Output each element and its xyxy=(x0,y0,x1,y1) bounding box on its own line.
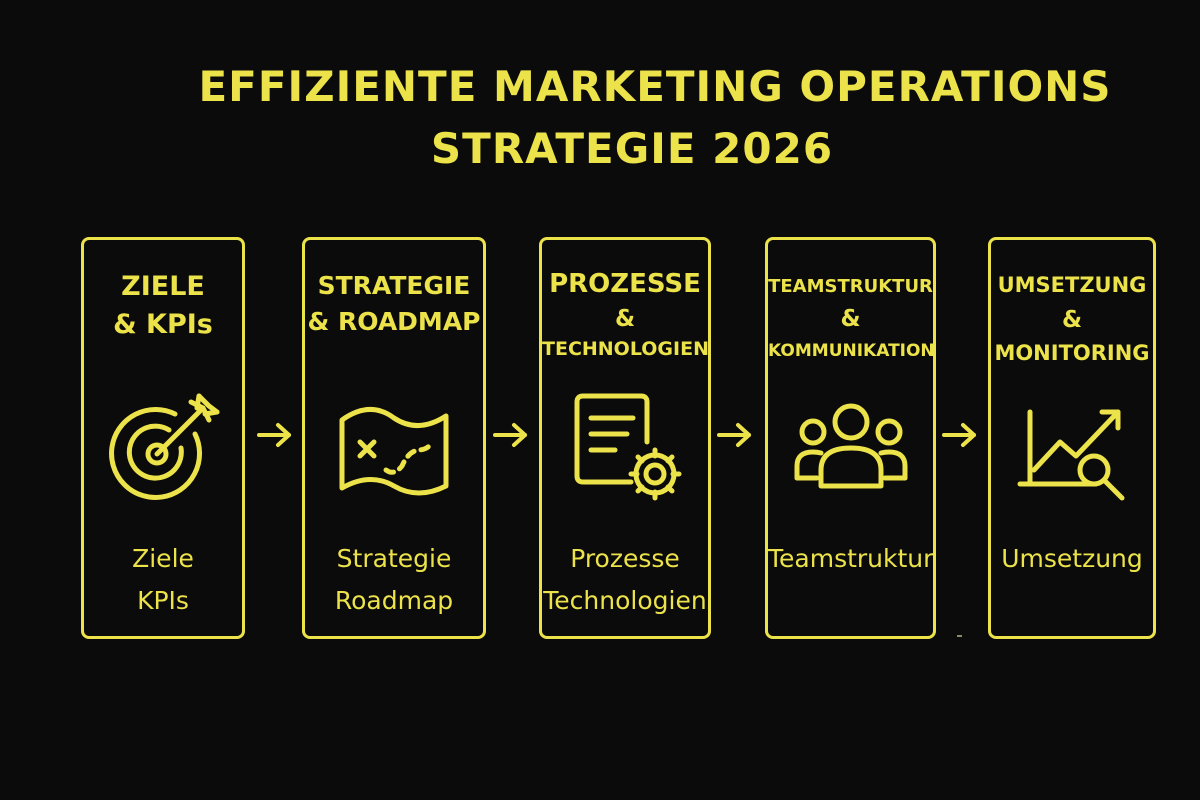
step-body-line: Ziele xyxy=(132,544,194,573)
map-route-icon xyxy=(330,390,458,508)
step-heading-line: TEAMSTRUKTUR xyxy=(768,276,933,297)
step-card-team: TEAMSTRUKTUR & KOMMUNIKATION Teamstruktu… xyxy=(765,237,936,639)
flow-arrow-icon xyxy=(492,420,530,450)
step-body: Ziele KPIs xyxy=(84,538,242,622)
step-heading: TEAMSTRUKTUR & KOMMUNIKATION xyxy=(768,270,935,368)
step-card-implementation: UMSETZUNG & MONITORING Umsetzung xyxy=(988,237,1156,639)
step-heading-line: UMSETZUNG xyxy=(997,273,1147,297)
step-heading-line: & KPIs xyxy=(113,309,213,341)
step-heading: ZIELE & KPIs xyxy=(84,268,242,345)
step-heading-line: ZIELE xyxy=(121,271,205,302)
step-heading-line: KOMMUNIKATION xyxy=(768,341,935,362)
step-body: Umsetzung xyxy=(991,538,1153,580)
step-card-strategy: STRATEGIE & ROADMAP Strategie Roadmap xyxy=(302,237,486,639)
step-body-line: Umsetzung xyxy=(1001,544,1143,573)
step-heading: STRATEGIE & ROADMAP xyxy=(305,268,483,339)
step-body: Strategie Roadmap xyxy=(305,538,483,622)
step-body-line: Strategie xyxy=(336,544,452,573)
step-body: Prozesse Technologien xyxy=(542,538,708,622)
step-heading-line: MONITORING xyxy=(994,341,1150,366)
stray-mark xyxy=(957,635,962,637)
step-heading: UMSETZUNG & MONITORING xyxy=(991,268,1153,371)
step-heading-line: & xyxy=(840,306,861,333)
step-heading-line: PROZESSE xyxy=(549,269,701,299)
step-heading-line: TECHNOLOGIEN xyxy=(542,337,709,360)
flow-arrow-icon xyxy=(941,420,979,450)
step-heading-line: STRATEGIE xyxy=(317,271,471,300)
step-body-line: Technologien xyxy=(543,586,707,615)
team-people-icon xyxy=(787,390,915,508)
step-body: Teamstruktur xyxy=(768,538,933,580)
step-heading-line: & xyxy=(614,305,636,332)
diagram-title-line-2: STRATEGIE 2026 xyxy=(430,124,834,173)
step-heading-line: & ROADMAP xyxy=(307,306,481,336)
chart-magnifier-icon xyxy=(1008,390,1136,508)
target-arrow-icon xyxy=(99,390,227,508)
document-gear-icon xyxy=(561,390,689,508)
step-body-line: Prozesse xyxy=(570,544,680,573)
step-body-line: Roadmap xyxy=(334,586,454,615)
step-heading: PROZESSE & TECHNOLOGIEN xyxy=(542,266,709,363)
flow-arrow-icon xyxy=(716,420,754,450)
step-card-goals: ZIELE & KPIs Ziele KPIs xyxy=(81,237,245,639)
diagram-title-line-1: EFFIZIENTE MARKETING OPERATIONS xyxy=(198,62,1112,111)
step-body-line: KPIs xyxy=(137,586,189,615)
flow-arrow-icon xyxy=(256,420,294,450)
step-heading-line: & xyxy=(1061,306,1083,333)
step-body-line: Teamstruktur xyxy=(768,544,934,573)
step-card-processes: PROZESSE & TECHNOLOGIEN Prozesse Technol… xyxy=(539,237,711,639)
